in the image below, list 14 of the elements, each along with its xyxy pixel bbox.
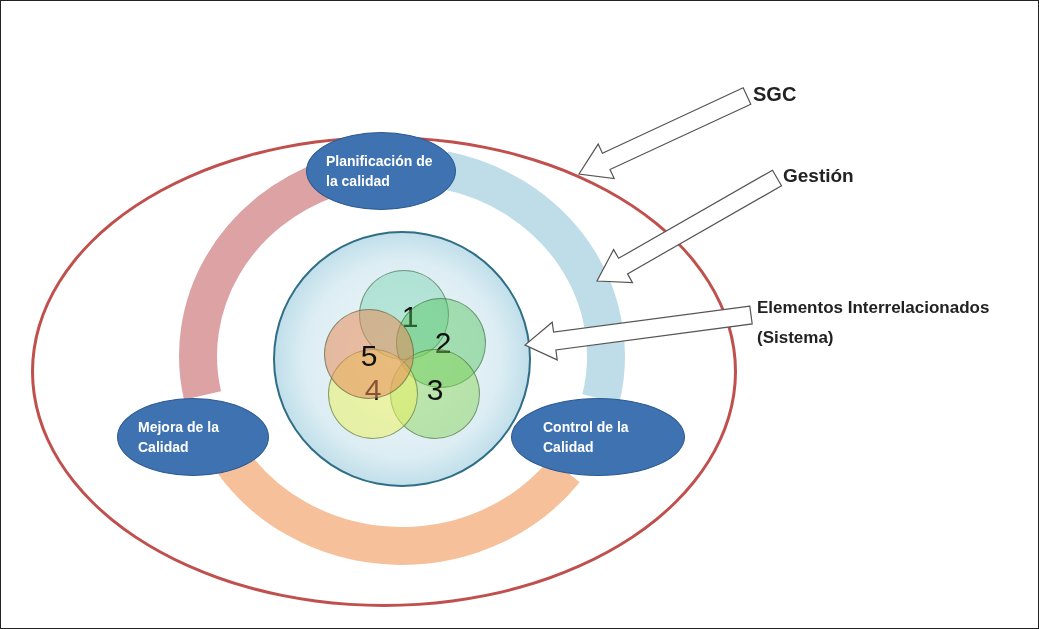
circle-number: 1 [401,302,419,332]
circle-number: 3 [426,375,444,405]
callout-label: Elementos Interrelacionados (Sistema) [757,293,1035,357]
oval-label: Mejora de la Calidad [138,417,220,457]
block-arrow [578,87,752,180]
circle-number: 4 [364,375,382,405]
oval-label: Planificación de la calidad [326,151,434,191]
circle-number: 5 [360,341,378,371]
block-arrow [523,305,753,361]
block-arrow [596,169,783,284]
callout-label: Gestión [783,159,883,193]
callout-label: SGC [753,77,823,111]
oval-label: Control de la Calidad [543,417,630,457]
circle-number: 2 [434,328,452,358]
